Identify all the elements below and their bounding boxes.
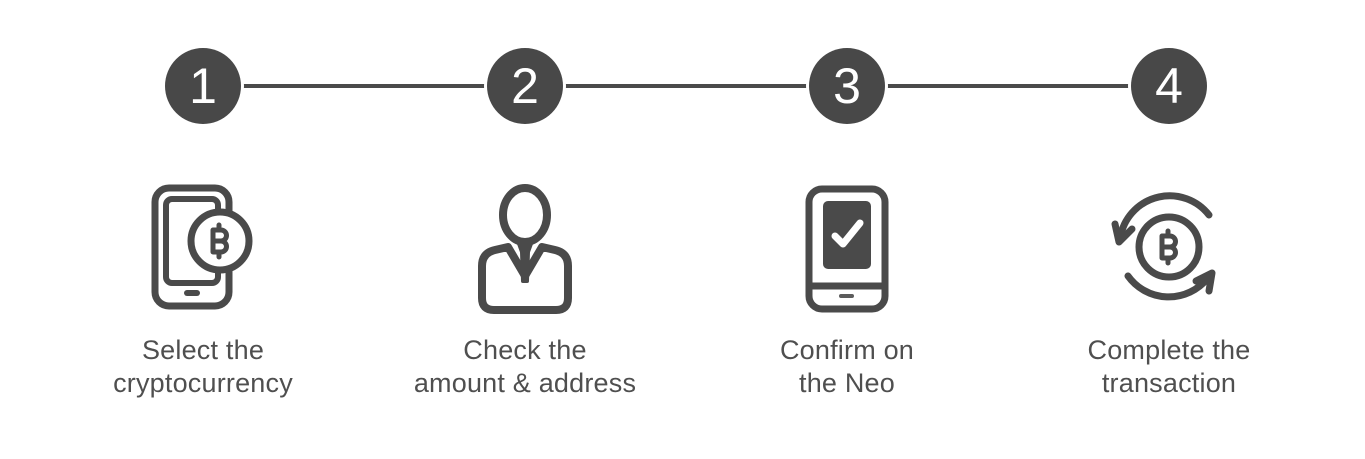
bitcoin-sync-icon — [1111, 192, 1216, 301]
step-number: 3 — [833, 58, 861, 114]
person-icon — [478, 184, 572, 314]
step-4-number-badge: 4 — [1131, 48, 1207, 124]
step-2-label: Check the amount & address — [414, 334, 636, 400]
checkmark-icon — [831, 219, 864, 248]
step-1-icon-wrap — [151, 180, 255, 318]
label-line-2: cryptocurrency — [113, 368, 293, 398]
step-1-number-badge: 1 — [165, 48, 241, 124]
label-line-1: Check the — [463, 335, 587, 365]
step-number: 2 — [511, 58, 539, 114]
bitcoin-symbol — [210, 222, 229, 260]
device-body — [805, 185, 889, 313]
step-4-icon-wrap — [1109, 180, 1229, 318]
step-3: 3 Confirm on the Neo — [686, 0, 1008, 400]
step-1-label: Select the cryptocurrency — [113, 334, 293, 400]
step-2: 2 Check the amount & address — [364, 0, 686, 400]
step-4: 4 Complete the transaction — [1008, 0, 1330, 400]
bitcoin-coin-circle — [1135, 213, 1203, 281]
label-line-2: transaction — [1101, 368, 1237, 398]
step-1: 1 Select the cryptocurrency — [42, 0, 364, 400]
step-3-label: Confirm on the Neo — [780, 334, 914, 400]
step-3-number-badge: 3 — [809, 48, 885, 124]
sync-arc-bottom — [1124, 272, 1211, 301]
step-3-icon-wrap — [805, 180, 889, 318]
step-2-icon-wrap — [470, 180, 580, 318]
phone-home-button — [184, 290, 200, 296]
person-head — [499, 184, 551, 246]
step-4-label: Complete the transaction — [1088, 334, 1251, 400]
device-brand-mark — [839, 294, 854, 298]
tie-body — [520, 250, 530, 283]
steps-row: 1 Select the cryptocurrency — [42, 0, 1330, 400]
label-line-1: Confirm on — [779, 335, 915, 365]
label-line-1: Select the — [141, 335, 265, 365]
bitcoin-symbol — [1159, 228, 1178, 266]
label-line-2: amount & address — [413, 368, 637, 398]
step-number: 1 — [189, 58, 217, 114]
sync-arc-top — [1117, 192, 1213, 238]
device-checkmark-icon — [805, 185, 889, 313]
sync-arrowhead-right — [1192, 269, 1216, 295]
smartphone-bitcoin-icon — [151, 184, 253, 310]
sync-arrowhead-left — [1111, 220, 1136, 246]
label-line-2: the Neo — [799, 368, 895, 398]
person-body — [478, 243, 572, 314]
step-number: 4 — [1155, 58, 1183, 114]
stepper-connector-line — [203, 84, 1169, 88]
label-line-1: Complete the — [1087, 335, 1251, 365]
step-2-number-badge: 2 — [487, 48, 563, 124]
